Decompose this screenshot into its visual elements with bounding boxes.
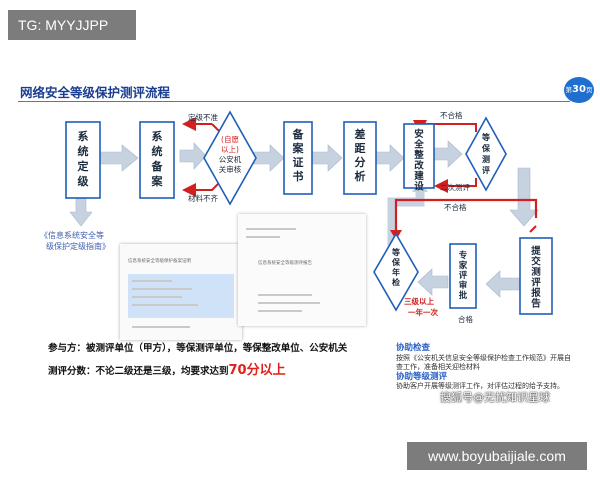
doc1-title: 信息系统安全等级保护备案证明 (128, 259, 191, 264)
doc2-line (246, 236, 280, 238)
label-rectify: 安全整改建设 (413, 128, 424, 193)
doc1-line (132, 304, 198, 306)
box-filing (139, 121, 175, 199)
label-review: (自愿以上)公安机关审核 (219, 134, 242, 174)
score-value: 70分以上 (228, 363, 286, 378)
title-divider (18, 101, 570, 102)
diamond-review (203, 110, 257, 206)
doc1-line (132, 296, 182, 298)
arrow-filing-to-review (179, 142, 207, 170)
url-watermark-badge: www.boyubaijiale.com (407, 442, 587, 470)
label-annual: 等保年检 (391, 247, 401, 287)
arrow-rectify-to-assess (431, 140, 463, 168)
sohu-watermark: 搜狐号@无忧知识星球 (440, 391, 550, 404)
assist-panel: 协助检查 按照《公安机关信息安全等级保护检查工作规范》开展自查工作，准备相关迎检… (396, 343, 572, 392)
loop-annual-to-rectify (387, 190, 425, 246)
assist-heading-1: 协助检查 (396, 343, 431, 353)
tg-watermark-badge: TG: MYYJJPP (8, 10, 136, 40)
label-gap: 差距分析 (355, 127, 366, 183)
page-number-badge: 第30页 (564, 77, 594, 103)
connector-arrows (69, 140, 539, 298)
assist-paragraph-1: 按照《公安机关信息安全等级保护检查工作规范》开展自查工作，准备相关迎检材料 (396, 353, 571, 372)
page-suffix: 页 (585, 86, 593, 94)
label-fail-mid: 不合格 (444, 202, 467, 212)
label-assess: 等保测评 (481, 132, 491, 175)
arrow-fail-mid (394, 198, 538, 232)
box-rectify (403, 123, 435, 189)
score-text: 测评分数：不论二级还是三级，均要求达到70分以上 (48, 359, 286, 378)
doc1-line (132, 288, 192, 290)
page-prefix: 第 (565, 86, 573, 94)
arrow-retest (434, 178, 477, 193)
diamond-assess (465, 116, 507, 192)
label-annual-red-1: 三级以上 (404, 296, 434, 306)
arrow-grading-to-filing (99, 144, 139, 172)
doc2-line (258, 294, 312, 296)
doc1-line (132, 280, 172, 282)
box-grading (65, 121, 101, 199)
filing-certificate-image: 信息系统安全等级保护备案证明 (120, 244, 242, 340)
doc2-title: 信息系统安全等级测评报告 (258, 261, 312, 266)
arrow-assess-to-report (509, 167, 539, 227)
label-expert: 专家评审批 (459, 250, 468, 301)
arrow-gap-to-rectify (375, 144, 405, 172)
assist-paragraph-2: 协助客户开展等级测评工作，对评估过程的给予支持。 (396, 382, 564, 390)
label-certificate: 备案证书 (292, 127, 305, 183)
label-grading: 系统定级 (77, 129, 90, 188)
page-number: 30 (572, 84, 586, 95)
decision-diamonds (203, 110, 507, 312)
label-guide-1: 《信息系统安全等 (40, 230, 104, 240)
arrow-fail-mid-tail (529, 225, 537, 233)
label-annual-red-2: 一年一次 (408, 307, 438, 317)
label-retest: 二次测评 (440, 182, 470, 192)
assessment-report-image: 信息系统安全等级测评报告 (238, 214, 366, 326)
box-certificate (283, 121, 313, 195)
doc2-line (258, 310, 302, 312)
score-prefix: 测评分数：不论二级还是三级，均要求达到 (48, 366, 229, 377)
diamond-annual (373, 232, 419, 312)
label-fail-top: 不合格 (440, 110, 463, 120)
doc1-line (132, 326, 190, 328)
arrow-review-to-cert (253, 144, 285, 172)
page-title: 网络安全等级保护测评流程 (20, 85, 171, 100)
doc2-line (258, 302, 320, 304)
label-material-short: 材料不齐 (188, 193, 218, 203)
label-guide-2: 级保护定级指南》 (46, 241, 110, 251)
box-expert (449, 243, 477, 309)
doc2-line (246, 228, 296, 230)
label-filing: 系统备案 (151, 129, 164, 188)
arrow-expert-to-annual (417, 268, 449, 296)
label-grade-reject: 定级不准 (188, 112, 218, 122)
process-boxes (65, 121, 553, 315)
arrow-cert-to-gap (311, 144, 343, 172)
arrow-report-to-expert (485, 270, 521, 298)
participants-text: 参与方：被测评单位（甲方），等保测评单位，等保整改单位、公安机关 (48, 343, 348, 354)
assist-heading-2: 协助等级测评 (396, 371, 448, 382)
label-pass: 合格 (458, 314, 473, 324)
box-gap (343, 121, 377, 195)
arrow-grading-to-guide (69, 197, 93, 227)
box-report (519, 237, 553, 315)
label-report: 提交测评报告 (531, 245, 541, 310)
